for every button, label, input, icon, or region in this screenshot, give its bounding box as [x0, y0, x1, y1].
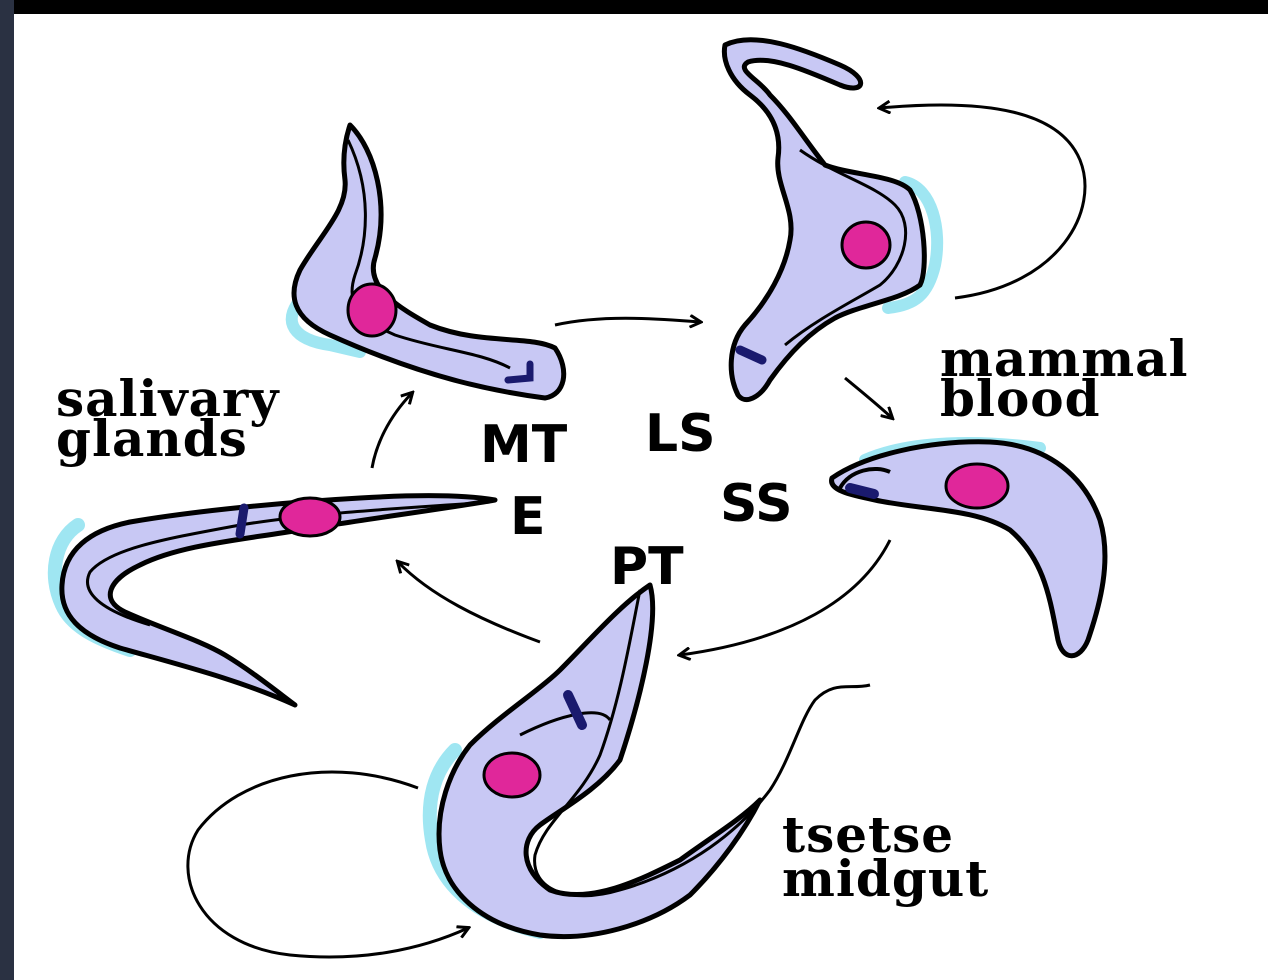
cell-mt: [292, 125, 564, 398]
arrow-mt-to-ls: [555, 318, 700, 325]
arrow-e-to-mt: [372, 393, 412, 468]
cell-e-nucleus: [280, 498, 340, 536]
host-label-blood: blood: [940, 374, 1101, 424]
cell-e-kinetoplast: [240, 508, 244, 534]
cell-pt-body: [439, 585, 760, 937]
cell-ls: [724, 40, 937, 400]
cell-pt-nucleus: [484, 753, 540, 797]
stage-label-ls: LS: [645, 408, 716, 460]
arrow-ss-to-pt: [680, 540, 890, 655]
host-label-midgut: midgut: [782, 854, 989, 904]
stage-label-e: E: [510, 491, 546, 543]
life-cycle-diagram: [14, 14, 1268, 980]
cell-ls-body: [724, 40, 924, 400]
left-edge-bar: [0, 0, 14, 980]
cell-ss-nucleus: [946, 464, 1008, 508]
cell-mt-body: [294, 125, 564, 398]
stage-label-mt: MT: [480, 419, 567, 471]
cell-e-body: [62, 496, 495, 705]
cell-e: [55, 496, 495, 705]
cell-mt-nucleus: [348, 284, 396, 336]
stage-label-ss: SS: [720, 478, 793, 530]
host-label-glands: glands: [56, 414, 248, 464]
cell-ss-kinetoplast: [850, 488, 874, 494]
cell-ls-nucleus: [842, 222, 890, 268]
arrow-pt-to-e: [398, 562, 540, 642]
arrow-ls-to-ss: [845, 378, 892, 418]
stage-label-pt: PT: [610, 541, 684, 593]
cell-ss: [832, 442, 1105, 656]
diagram-canvas: MT LS SS E PT mammal blood salivary glan…: [14, 14, 1268, 980]
